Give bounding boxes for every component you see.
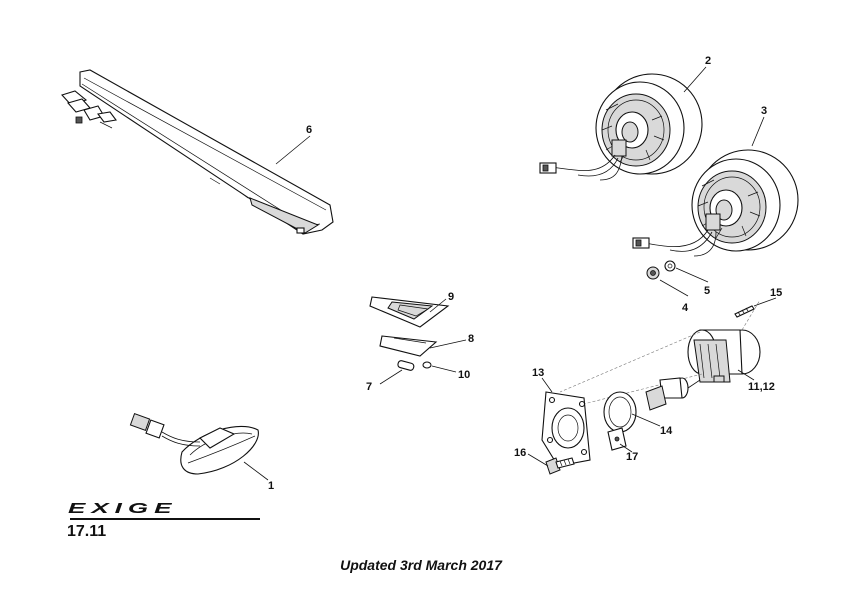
part-17-clip [607,427,627,451]
callout-5: 5 [704,285,710,297]
page-number: 17.11 [67,523,107,540]
callout-4: 4 [682,302,689,314]
callout-10: 10 [458,369,470,381]
callout-8: 8 [468,333,474,345]
callout-7: 7 [366,381,372,393]
part-14-seal [603,391,637,433]
part-6-high-level-lamp [61,69,334,235]
callout-2: 2 [705,55,711,67]
callout-labels: 6 2 3 4 5 15 9 8 7 10 11,12 13 14 17 16 … [268,55,782,492]
part-2-lamp-unit [539,73,703,181]
part-8-lens [379,335,438,357]
callout-6: 6 [306,124,312,136]
part-5-washer [664,260,676,272]
part-3-lamp-unit [632,149,799,257]
callout-17: 17 [626,451,638,463]
leader-lines [243,66,777,481]
part-7-bulb [397,360,415,371]
bulb-holder [645,377,701,411]
callout-14: 14 [660,425,673,437]
part-16-bolt [545,457,575,475]
updated-date-footer: Updated 3rd March 2017 [340,557,502,573]
exige-logo: EXIGE [68,500,178,517]
part-10-clip [422,361,432,369]
callout-3: 3 [761,105,767,117]
part-9-lamp-bezel [369,296,450,328]
callout-16: 16 [514,447,526,459]
part-11-12-housing [559,299,761,411]
part-15-screw [734,305,755,318]
callout-9: 9 [448,291,454,303]
callout-11-12: 11,12 [748,381,775,393]
callout-13: 13 [532,367,544,379]
part-1-side-repeater [129,412,259,475]
callout-1: 1 [268,480,274,492]
logo-underline [70,518,260,520]
part-4-nut [646,266,660,280]
callout-15: 15 [770,287,782,299]
part-13-mounting-plate [541,391,591,467]
